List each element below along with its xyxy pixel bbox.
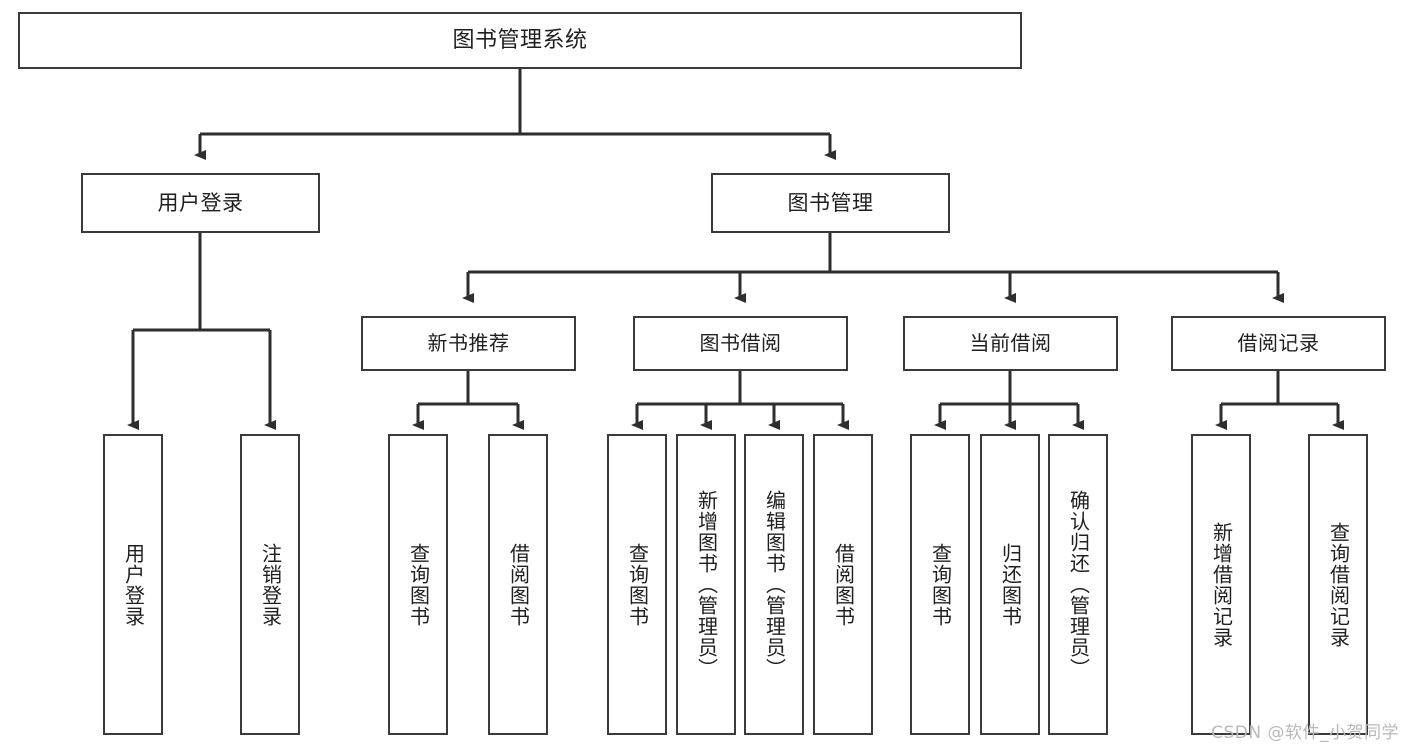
- node-label: 编辑图书（管理员）: [762, 490, 787, 679]
- node-label: 图书管理: [787, 190, 874, 215]
- leaf-record-query-record[interactable]: 查询借阅记录: [1308, 434, 1368, 735]
- node-label: 用户登录: [157, 190, 244, 215]
- node-label: 借阅图书: [506, 542, 531, 627]
- node-label: 查询图书: [406, 542, 431, 627]
- node-new-book-recommend[interactable]: 新书推荐: [361, 316, 576, 371]
- node-book-management[interactable]: 图书管理: [711, 173, 950, 233]
- leaf-current-query-book[interactable]: 查询图书: [910, 434, 970, 735]
- csdn-watermark: CSDN @软件_小贺同学: [1211, 723, 1399, 743]
- node-current-borrow[interactable]: 当前借阅: [903, 316, 1118, 371]
- node-label: 新增借阅记录: [1209, 521, 1234, 648]
- node-label: 借阅记录: [1237, 331, 1320, 355]
- leaf-user-login-logout[interactable]: 注销登录: [240, 434, 300, 735]
- leaf-borrow-borrow-book[interactable]: 借阅图书: [813, 434, 873, 735]
- node-label: 用户登录: [121, 542, 146, 627]
- node-label: 注销登录: [258, 542, 283, 627]
- node-label: 当前借阅: [969, 331, 1052, 355]
- node-borrow-record[interactable]: 借阅记录: [1171, 316, 1386, 371]
- leaf-borrow-edit-book-admin[interactable]: 编辑图书（管理员）: [744, 434, 804, 735]
- leaf-new-book-borrow[interactable]: 借阅图书: [488, 434, 548, 735]
- leaf-new-book-query[interactable]: 查询图书: [388, 434, 448, 735]
- node-label: 借阅图书: [831, 542, 856, 627]
- node-book-borrow[interactable]: 图书借阅: [633, 316, 848, 371]
- node-label: 归还图书: [998, 542, 1023, 627]
- node-label: 查询图书: [928, 542, 953, 627]
- node-label: 查询图书: [625, 542, 650, 627]
- node-label: 新增图书（管理员）: [694, 490, 719, 679]
- node-label: 确认归还（管理员）: [1066, 490, 1091, 679]
- node-root-book-management-system[interactable]: 图书管理系统: [18, 12, 1022, 69]
- leaf-borrow-query-book[interactable]: 查询图书: [607, 434, 667, 735]
- node-label: 新书推荐: [427, 331, 510, 355]
- leaf-borrow-add-book-admin[interactable]: 新增图书（管理员）: [676, 434, 736, 735]
- node-user-login[interactable]: 用户登录: [81, 173, 320, 233]
- node-label: 图书借阅: [699, 331, 782, 355]
- leaf-current-return-book[interactable]: 归还图书: [980, 434, 1040, 735]
- node-label: 查询借阅记录: [1326, 521, 1351, 648]
- node-label: 图书管理系统: [452, 27, 588, 53]
- leaf-user-login-login[interactable]: 用户登录: [103, 434, 163, 735]
- leaf-record-add-record[interactable]: 新增借阅记录: [1191, 434, 1251, 735]
- leaf-current-confirm-return-admin[interactable]: 确认归还（管理员）: [1048, 434, 1108, 735]
